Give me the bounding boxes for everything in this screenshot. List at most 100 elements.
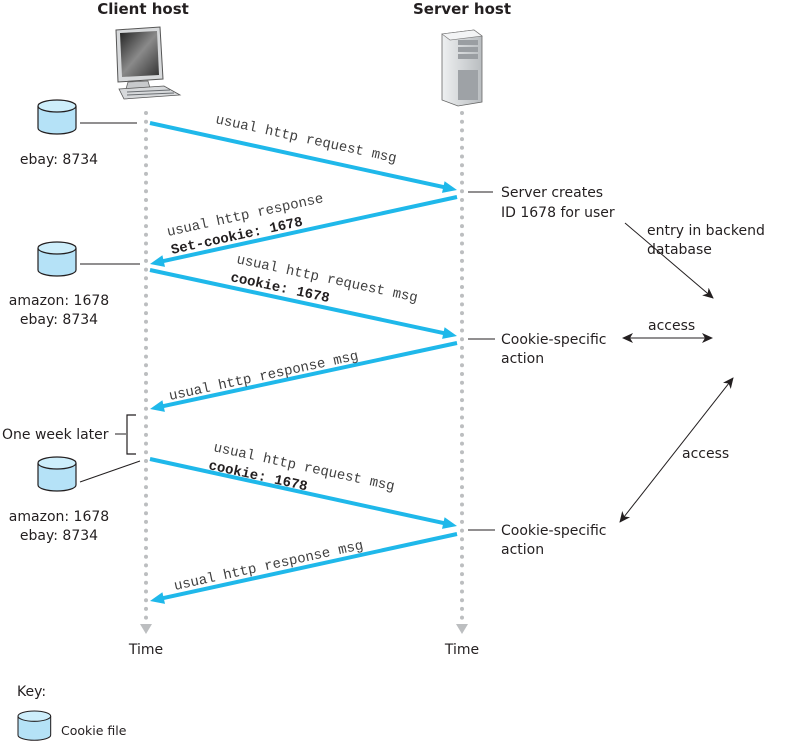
- timeline-dot: [460, 276, 464, 281]
- timeline-dot: [460, 293, 464, 298]
- message-arrow-line: [155, 341, 458, 410]
- timeline-dot: [460, 415, 464, 420]
- cookie-file-icon: [17, 710, 52, 741]
- timeline-dot: [460, 145, 464, 150]
- timeline-dot: [460, 250, 464, 255]
- timeline-dot: [460, 493, 464, 498]
- timeline-dot: [144, 215, 148, 220]
- timeline-dot: [460, 128, 464, 133]
- timeline-dot: [460, 615, 464, 620]
- cookie-file-icon: [37, 241, 77, 277]
- timeline-dot: [144, 206, 148, 211]
- server-tower-icon: [441, 29, 483, 107]
- cookie-file-1: ebay: 8734: [20, 99, 137, 168]
- timeline-dot: [460, 180, 464, 185]
- timeline-dot: [144, 528, 148, 533]
- cookie-entry: amazon: 1678: [9, 293, 109, 309]
- timeline-dot: [144, 267, 148, 272]
- timeline-dot: [144, 241, 148, 246]
- timeline-dot: [460, 554, 464, 559]
- svg-text:Cookie-specific: Cookie-specific: [501, 523, 606, 539]
- timeline-dot: [144, 111, 148, 115]
- timeline-dot: [144, 406, 148, 411]
- svg-text:action: action: [501, 542, 544, 558]
- message-label: usual http response msg: [168, 349, 360, 405]
- message-arrow-line: [155, 195, 458, 265]
- timeline-dot: [460, 476, 464, 481]
- timeline-dot: [460, 606, 464, 611]
- timeline-dot: [460, 424, 464, 429]
- timeline-dot: [460, 546, 464, 550]
- key-title: Key:: [17, 684, 46, 700]
- key-cookie-file-label: Cookie file: [61, 723, 127, 738]
- timeline-dot: [144, 580, 148, 585]
- message-arrowhead: [150, 255, 165, 267]
- timeline-dot: [460, 572, 464, 577]
- timeline-dot: [144, 119, 148, 124]
- timeline-dot: [460, 598, 464, 603]
- timeline-dot: [460, 389, 464, 394]
- client-timeline-arrowhead: [140, 624, 152, 634]
- svg-text:action: action: [501, 351, 544, 367]
- cookie-entry: amazon: 1678: [9, 509, 109, 525]
- timeline-dot: [460, 502, 464, 507]
- timeline-dot: [144, 615, 148, 620]
- timeline-dot: [460, 267, 464, 272]
- timeline-dot: [144, 198, 148, 202]
- timeline-dot: [460, 363, 464, 368]
- timeline-dot: [144, 328, 148, 333]
- access-label-2: access: [682, 446, 729, 462]
- timeline-dot: [144, 459, 148, 463]
- timeline-dot: [144, 546, 148, 550]
- entry-backend-label: entry in backend: [647, 223, 765, 239]
- timeline-dot: [460, 154, 464, 159]
- server-host-title: Server host: [413, 0, 511, 18]
- timeline-dot: [460, 450, 464, 455]
- timeline-dot: [144, 537, 148, 542]
- timeline-dot: [144, 302, 148, 307]
- timeline-dot: [460, 119, 464, 124]
- timeline-dot: [144, 493, 148, 498]
- message-arrowhead: [442, 327, 457, 339]
- timeline-dot: [460, 467, 464, 472]
- timeline-dot: [460, 537, 464, 542]
- cookie-file-icon: [37, 456, 77, 492]
- server-note-cookie-action-2: Cookie-specific action: [468, 523, 606, 558]
- server-note-cookie-action-1: Cookie-specific action: [468, 332, 606, 367]
- timeline-dot: [144, 128, 148, 133]
- timeline-dot: [144, 319, 148, 324]
- timeline-dot: [460, 441, 464, 446]
- timeline-dot: [460, 241, 464, 246]
- timeline-dot: [144, 137, 148, 142]
- timeline-dot: [144, 285, 148, 289]
- timeline-dot: [460, 224, 464, 229]
- timeline-dot: [144, 154, 148, 159]
- timeline-dot: [144, 380, 148, 385]
- svg-text:ID 1678 for user: ID 1678 for user: [501, 205, 615, 221]
- message-arrowhead: [150, 592, 165, 604]
- svg-text:Cookie-specific: Cookie-specific: [501, 332, 606, 348]
- timeline-dot: [144, 232, 148, 237]
- backend-database: entry in backend database access access: [619, 222, 765, 523]
- timeline-dot: [144, 398, 148, 403]
- timeline-dot: [144, 415, 148, 420]
- timeline-dot: [144, 389, 148, 394]
- timeline-dot: [144, 485, 148, 490]
- message-4: usual http response msg: [150, 341, 458, 412]
- access-arrow-2: [619, 377, 734, 523]
- timeline-dot: [460, 285, 464, 289]
- timeline-dot: [144, 502, 148, 507]
- server-timeline-arrowhead: [456, 624, 468, 634]
- timeline-dot: [460, 206, 464, 211]
- timeline-dot: [144, 424, 148, 429]
- cookie-file-icon: [37, 99, 77, 135]
- timeline-dot: [144, 511, 148, 516]
- timeline-dot: [144, 519, 148, 524]
- timeline-dot: [144, 606, 148, 611]
- legend-key: Key: Cookie file: [17, 684, 127, 741]
- timeline-dot: [144, 250, 148, 255]
- access-label-1: access: [648, 318, 695, 334]
- timeline-dot: [460, 189, 464, 194]
